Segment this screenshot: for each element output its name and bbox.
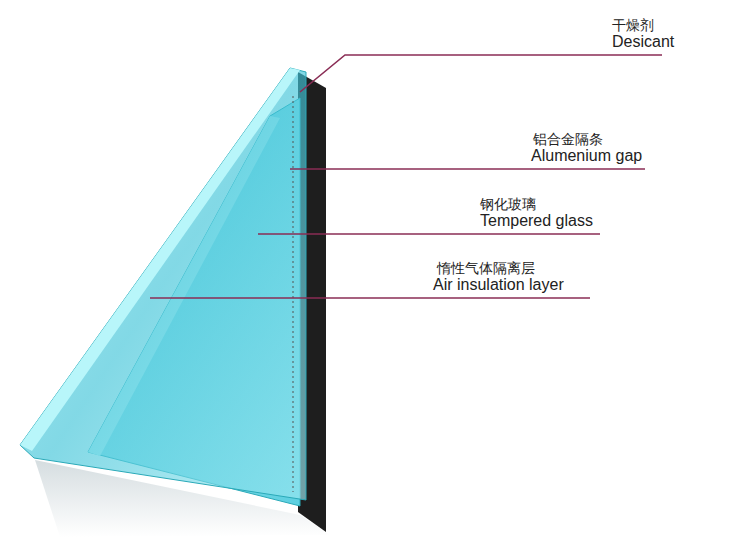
leader-line: [300, 55, 662, 92]
part-label-en: Tempered glass: [480, 212, 593, 230]
part-label-zh: 惰性气体隔离层: [437, 261, 535, 276]
part-label-zh: 铝合金隔条: [533, 132, 603, 147]
part-label-en: Air insulation layer: [433, 276, 564, 294]
leader-line: [150, 297, 590, 299]
outer-pane-edge: [20, 68, 300, 451]
part-label-en: Alumenium gap: [531, 147, 642, 165]
outer-pane: [20, 68, 306, 500]
leader-line: [290, 168, 645, 170]
leader-lines: [150, 55, 662, 298]
spacer-edge: [293, 96, 294, 492]
part-label-en: Desicant: [612, 33, 674, 51]
part-label-zh: 钢化玻璃: [480, 197, 536, 212]
leader-line: [258, 233, 600, 235]
part-label-zh: 干燥剂: [612, 18, 654, 33]
